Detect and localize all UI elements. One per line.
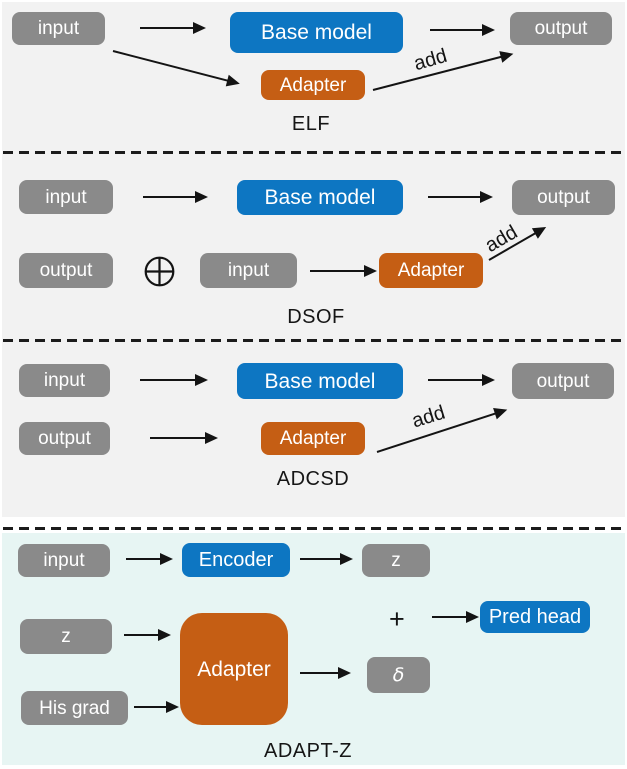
adaptz-z-in-label: z (61, 626, 71, 647)
dsof-input-bottom-label: input (227, 260, 270, 281)
adaptz-his-grad-box: His grad (21, 691, 128, 725)
dsof-input-top-box: input (19, 180, 113, 214)
adaptz-encoder-box: Encoder (182, 543, 290, 577)
elf-output-label: output (534, 18, 588, 39)
dsof-adapter-label: Adapter (397, 260, 465, 281)
adaptz-adapter-box: Adapter (180, 613, 288, 725)
elf-output-box: output (510, 12, 612, 45)
dsof-adapter-box: Adapter (379, 253, 483, 288)
adaptz-arrow-hisgrad-to-adapter (134, 700, 179, 713)
adaptz-his-grad-label: His grad (39, 697, 110, 719)
elf-adapter-label: Adapter (279, 74, 347, 96)
dsof-output-feedback-label: output (39, 260, 93, 281)
adaptz-delta-label: δ (392, 663, 405, 686)
elf-arrow-input-to-basemodel (140, 21, 206, 34)
elf-arrow-basemodel-to-output (430, 23, 495, 36)
adaptz-plus-sign: + (389, 604, 405, 634)
adaptz-adapter-label: Adapter (197, 657, 271, 681)
dsof-arrow-basemodel-to-output (428, 190, 493, 203)
dsof-base-model-label: Base model (264, 186, 376, 209)
adaptz-arrow-plus-to-predhead (432, 610, 479, 623)
divider-dashed-2 (3, 339, 624, 342)
dsof-section-label: DSOF (287, 306, 345, 328)
elf-input-box: input (12, 12, 105, 45)
adcsd-base-model-label: Base model (264, 369, 376, 393)
dsof-output-feedback-box: output (19, 253, 113, 288)
adcsd-section-label: ADCSD (276, 468, 350, 490)
adaptz-arrow-encoder-to-z (300, 552, 353, 565)
dsof-input-bottom-box: input (200, 253, 297, 288)
adcsd-base-model-box: Base model (237, 363, 403, 399)
adaptz-input-label: input (43, 550, 85, 571)
adcsd-arrow-input-to-basemodel (140, 373, 208, 386)
dsof-output-top-label: output (537, 187, 590, 208)
dsof-base-model-box: Base model (237, 180, 403, 215)
adaptz-delta-box: δ (367, 657, 430, 693)
divider-dashed-1 (3, 151, 624, 154)
adaptz-section-label: ADAPT-Z (264, 740, 352, 762)
adcsd-arrow-output-to-adapter (150, 431, 218, 444)
adaptz-arrow-adapter-to-delta (300, 666, 351, 679)
adcsd-input-box: input (19, 364, 110, 397)
elf-base-model-label: Base model (261, 21, 372, 44)
adaptz-pred-head-label: Pred head (488, 606, 582, 628)
plus-circle-icon (144, 256, 175, 287)
dsof-output-top-box: output (512, 180, 615, 215)
adaptz-encoder-label: Encoder (198, 549, 274, 571)
elf-section-label: ELF (291, 113, 331, 135)
adaptz-z-out-box: z (362, 544, 430, 577)
adcsd-arrow-basemodel-to-output (428, 373, 495, 386)
adcsd-adapter-label: Adapter (279, 428, 347, 449)
adaptz-z-in-box: z (20, 619, 112, 654)
adaptz-pred-head-box: Pred head (480, 601, 590, 633)
dsof-arrow-input-to-adapter (310, 264, 377, 277)
adcsd-input-label: input (43, 370, 86, 391)
divider-dashed-3 (3, 527, 624, 530)
elf-input-label: input (37, 18, 80, 39)
adcsd-output-feedback-label: output (38, 428, 91, 449)
dsof-input-top-label: input (45, 186, 87, 208)
adcsd-output-top-box: output (512, 363, 614, 399)
adcsd-output-top-label: output (536, 370, 590, 392)
adaptz-arrow-input-to-encoder (126, 552, 173, 565)
elf-adapter-box: Adapter (261, 70, 365, 100)
adaptz-arrow-z-to-adapter (124, 628, 171, 641)
adaptz-z-out-label: z (391, 550, 401, 571)
dsof-arrow-input-to-basemodel (143, 190, 208, 203)
adaptz-input-box: input (18, 544, 110, 577)
adcsd-output-feedback-box: output (19, 422, 110, 455)
elf-base-model-box: Base model (230, 12, 403, 53)
adcsd-adapter-box: Adapter (261, 422, 365, 455)
